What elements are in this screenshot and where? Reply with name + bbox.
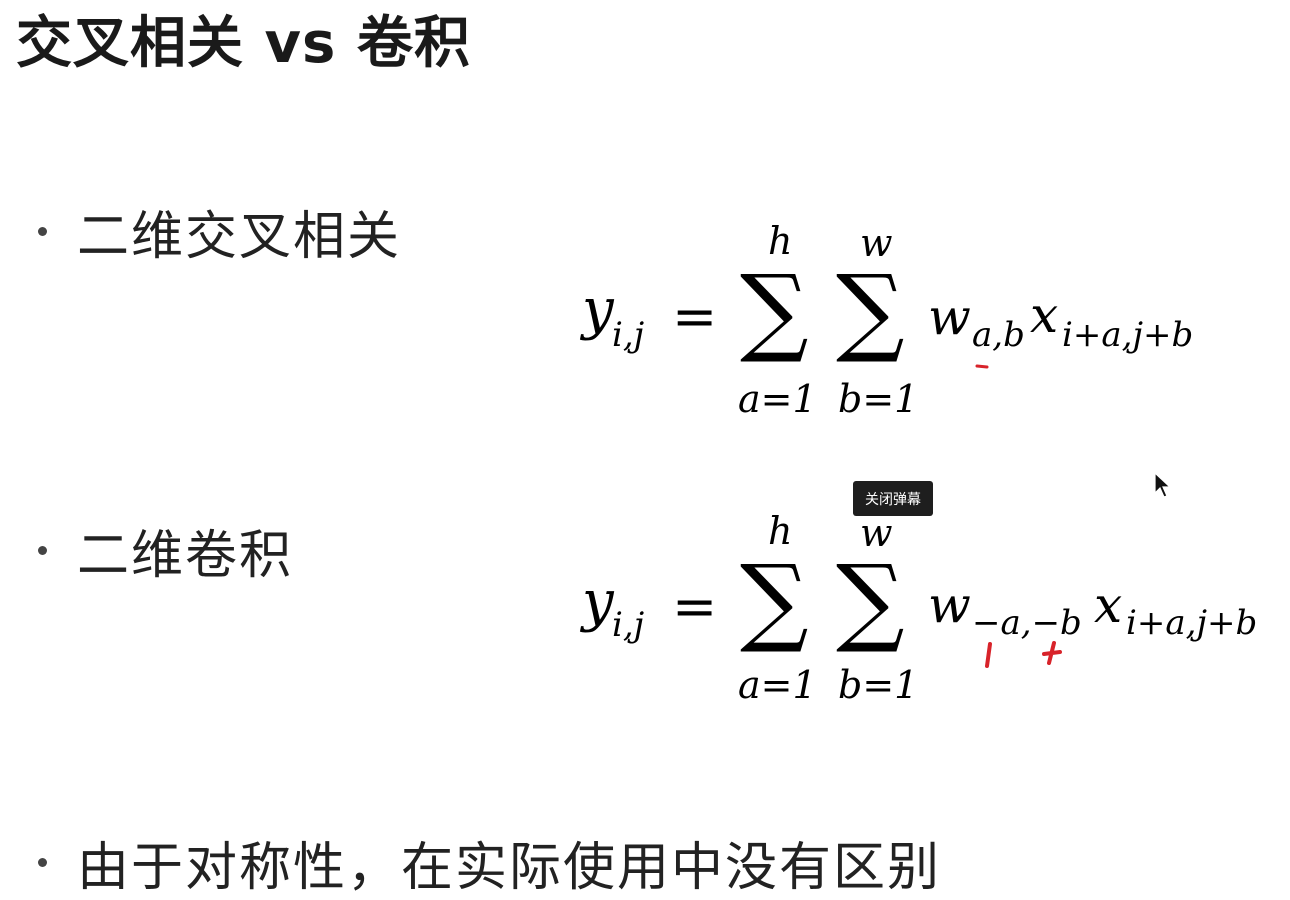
sum1-upper: h	[768, 509, 793, 553]
sum2-symbol: ∑	[836, 254, 905, 366]
sum2-upper: w	[860, 511, 893, 555]
bullet-dot	[38, 227, 47, 236]
formula-w: w	[928, 576, 971, 634]
formula-equals: =	[672, 575, 718, 638]
sum1-lower: a=1	[738, 663, 817, 707]
sum1-lower: a=1	[738, 377, 817, 421]
formula-x: x	[1030, 286, 1059, 344]
bullet-dot	[38, 546, 47, 555]
formula-w-subscript: −a,−b	[972, 603, 1082, 643]
sum1-symbol: ∑	[740, 544, 809, 656]
annotation-mark	[975, 364, 989, 369]
annotation-mark	[985, 642, 992, 668]
sum2-lower: b=1	[838, 377, 919, 421]
close-danmaku-tooltip[interactable]: 关闭弹幕	[853, 481, 933, 516]
formula-y-subscript: i,j	[612, 315, 645, 355]
formula-x: x	[1094, 576, 1123, 634]
formula-w-subscript: a,b	[972, 315, 1025, 355]
bullet-symmetry-note: 由于对称性，在实际使用中没有区别	[38, 825, 941, 900]
bullet-convolution: 二维卷积	[38, 513, 293, 588]
bullet-text: 由于对称性，在实际使用中没有区别	[77, 838, 942, 898]
bullet-text: 二维交叉相关	[77, 207, 402, 267]
formula-x-subscript: i+a,j+b	[1126, 603, 1258, 643]
sum2-lower: b=1	[838, 663, 919, 707]
sum1-upper: h	[768, 219, 793, 263]
bullet-text: 二维卷积	[77, 526, 294, 586]
bullet-dot	[38, 858, 47, 867]
formula-w: w	[928, 288, 971, 346]
formula-x-subscript: i+a,j+b	[1062, 315, 1194, 355]
formula-equals: =	[672, 285, 718, 348]
mouse-pointer-icon	[1154, 472, 1172, 498]
sum2-upper: w	[860, 221, 893, 265]
formula-y: y	[582, 569, 614, 634]
formula-y-subscript: i,j	[612, 605, 645, 645]
sum2-symbol: ∑	[836, 544, 905, 656]
sum1-symbol: ∑	[740, 254, 809, 366]
bullet-cross-correlation: 二维交叉相关	[38, 194, 401, 269]
slide-title: 交叉相关 vs 卷积	[16, 11, 471, 76]
annotation-mark	[1042, 641, 1062, 665]
formula-y: y	[582, 277, 614, 342]
